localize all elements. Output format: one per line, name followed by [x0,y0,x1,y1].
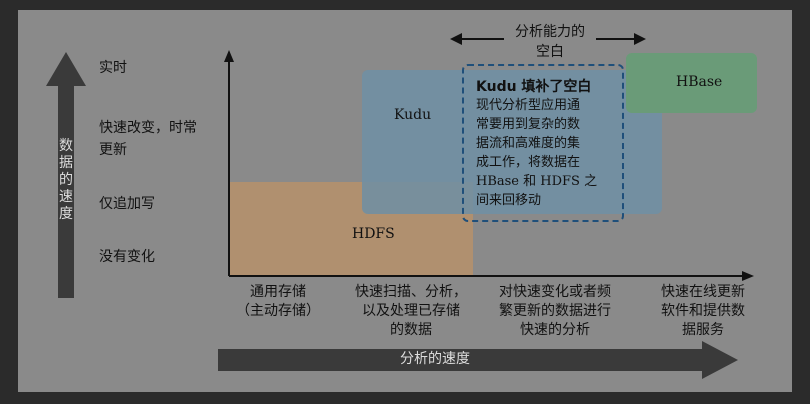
kudu-fills-gap-box [462,64,624,222]
gap-label: 分析能力的 空白 [504,22,596,62]
x-category-general-storage: 通用存储 （主动存储） [236,284,320,319]
y-level-frequent-update: 快速改变，时常 更新 [99,120,197,158]
y-level-append-only: 仅追加写 [99,196,155,212]
y-level-realtime: 实时 [99,60,127,76]
y-level-no-change: 没有变化 [99,249,155,265]
kudu-region [362,70,662,214]
hdfs-label: HDFS [352,226,395,242]
y-arrow-label: 数据的速度 [59,138,73,222]
x-category-fast-analysis: 对快速变化或者频 繁更新的数据进行 快速的分析 [499,284,611,338]
x-speed-arrow [218,341,738,379]
kudu-label: Kudu [394,107,432,123]
hbase-region [626,53,757,113]
x-category-online-serving: 快速在线更新 软件和提供数 据服务 [661,284,745,338]
gap-note: Kudu 填补了空白 现代分析型应用通 常要用到复杂的数 据流和高难度的集 成工… [476,76,597,210]
x-arrow-label: 分析的速度 [400,351,470,367]
x-category-fast-scan: 快速扫描、分析， 以及处理已存储 的数据 [355,284,467,338]
y-speed-arrow [46,52,86,298]
gap-note-body: 现代分析型应用通 常要用到复杂的数 据流和高难度的集 成工作，将数据在 HBas… [476,98,598,208]
hbase-label: HBase [676,74,723,90]
gap-note-title: Kudu 填补了空白 [476,79,592,95]
